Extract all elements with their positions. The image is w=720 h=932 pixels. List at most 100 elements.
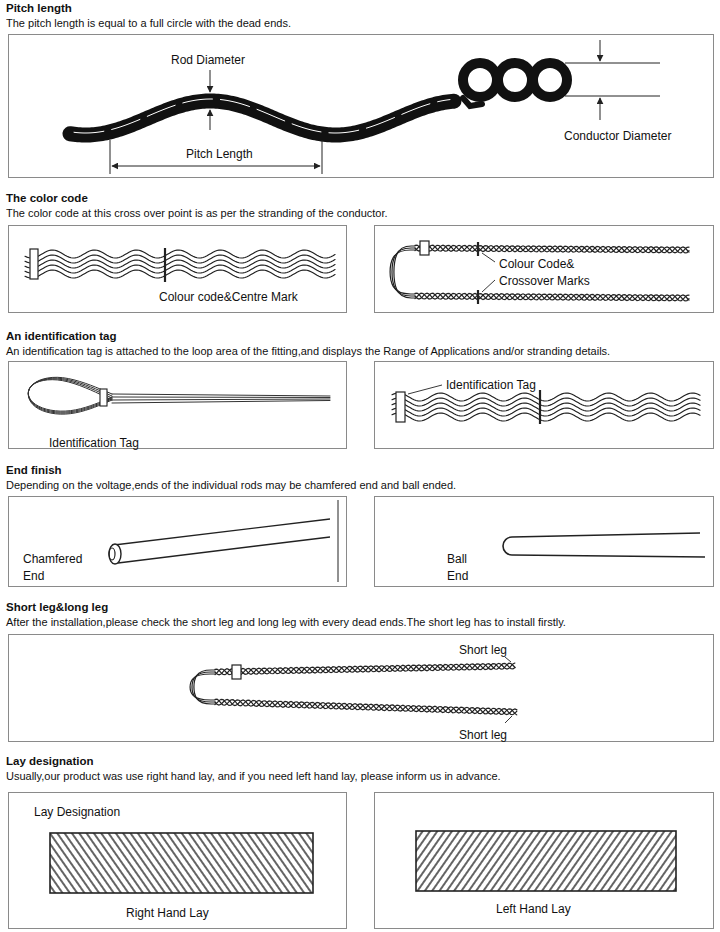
section-heading: End finish: [6, 463, 62, 477]
figure-panel: Lay DesignationRight Hand Lay: [8, 792, 347, 929]
section-description: An identification tag is attached to the…: [6, 344, 610, 358]
crossover-mark: [477, 242, 479, 256]
rod-strand: [25, 270, 335, 278]
section-description: Depending on the voltage,ends of the ind…: [6, 478, 456, 492]
figure-label: Short leg: [459, 642, 507, 659]
twisted-leg: [415, 245, 689, 253]
figure-panel: Short legShort leg: [8, 634, 714, 742]
dimension-arrow: [210, 70, 211, 92]
figure-panel: Rod DiameterPitch Length Conductor Diamet…: [8, 34, 714, 178]
figure-label: Pitch Length: [186, 146, 253, 163]
tag: [420, 241, 429, 255]
conductor-coil: [463, 98, 482, 106]
twisted-leg: [215, 663, 515, 674]
conductor-coil: [533, 63, 567, 97]
twisted-leg: [215, 699, 517, 715]
rod-strand: [112, 397, 330, 399]
tag: [232, 665, 241, 679]
chamfered-end: [109, 548, 115, 560]
leader-line: [482, 280, 495, 292]
dimension-arrow: [210, 110, 211, 130]
chamfered-end: [109, 544, 121, 564]
twisted-leg: [415, 293, 689, 301]
figure-label: Ball End: [447, 551, 487, 585]
conductor-coil: [463, 63, 497, 97]
section-heading: An identification tag: [6, 329, 117, 343]
twisted-leg: [415, 245, 689, 253]
dimension-tick: [322, 140, 323, 174]
dead-end-loop: [190, 674, 215, 700]
dimension-arrow: [600, 40, 601, 61]
section-description: The color code at this cross over point …: [6, 206, 388, 220]
figure-label: Conductor Diameter: [564, 128, 671, 145]
right-hand-lay-cable: [50, 833, 313, 893]
panel-line: [338, 500, 339, 582]
conductor-coil: [498, 63, 532, 97]
figure-label: Short leg: [459, 727, 507, 744]
twisted-leg: [215, 663, 515, 674]
leader-line: [505, 716, 512, 723]
section-heading: The color code: [6, 191, 88, 205]
figure-label: Rod Diameter: [171, 52, 245, 69]
dimension-line: [565, 96, 660, 97]
crossover-mark: [477, 290, 479, 304]
eye-loop: [28, 379, 112, 412]
figure-label: Lay Designation: [34, 804, 120, 821]
eye-loop: [28, 378, 112, 413]
rod-outline: [118, 537, 330, 563]
figure-label: Identification Tag: [49, 435, 139, 452]
figure-label: Identification Tag: [446, 377, 536, 394]
leader-line: [482, 253, 495, 262]
dimension-tick: [110, 140, 111, 174]
identification-tag: [100, 389, 107, 406]
leader-line: [505, 657, 511, 662]
preformed-rod: [70, 101, 454, 135]
centre-mark: [539, 390, 541, 424]
twisted-leg: [415, 245, 689, 253]
figure-panel: Chamfered End: [8, 496, 347, 587]
twisted-leg: [415, 293, 689, 301]
rod-strand: [25, 260, 335, 268]
eye-loop: [28, 377, 112, 414]
eye-loop: [28, 380, 112, 411]
section-heading: Pitch length: [6, 1, 72, 15]
end-tag: [30, 249, 38, 279]
figure-label: Colour code&Centre Mark: [159, 289, 298, 306]
section-description: After the installation,please check the …: [6, 615, 566, 629]
twisted-leg: [215, 699, 517, 715]
figure-label: Right Hand Lay: [126, 905, 209, 922]
dimension-arrow: [112, 166, 320, 167]
section-heading: Short leg&long leg: [6, 600, 108, 614]
rod-strand: [25, 265, 335, 273]
dimension-line: [565, 63, 660, 64]
figure-panel: Colour code&Centre Mark: [8, 225, 347, 313]
identification-tag: [396, 392, 405, 422]
rod-strand: [25, 250, 335, 258]
rod-strand: [392, 413, 700, 421]
figure-label: Colour Code& Crossover Marks: [499, 256, 609, 290]
rod-strand: [392, 408, 700, 416]
rod-highlight: [74, 99, 450, 133]
rod-strand: [112, 401, 330, 404]
dead-end-loop: [390, 250, 415, 294]
rod-strand: [112, 394, 330, 396]
figure-panel: Ball End: [374, 496, 714, 587]
section-description: The pitch length is equal to a full circ…: [6, 16, 291, 30]
rod-strand: [25, 255, 335, 263]
ball-end: [503, 533, 705, 557]
figure-label: Chamfered End: [23, 551, 98, 585]
figure-panel: Colour Code& Crossover Marks: [374, 225, 714, 313]
twisted-leg: [215, 663, 515, 675]
centre-mark: [164, 248, 166, 282]
rod-strand: [392, 398, 700, 406]
twisted-leg: [215, 699, 517, 714]
section-description: Usually,our product was use right hand l…: [6, 769, 501, 783]
dimension-arrow: [600, 98, 601, 120]
leader-line: [408, 385, 442, 394]
figure-panel: Left Hand Lay: [374, 792, 714, 929]
twisted-leg: [415, 293, 689, 301]
section-heading: Lay designation: [6, 754, 94, 768]
figure-panel: Identification Tag: [8, 361, 347, 449]
figure-label: Left Hand Lay: [496, 901, 571, 918]
